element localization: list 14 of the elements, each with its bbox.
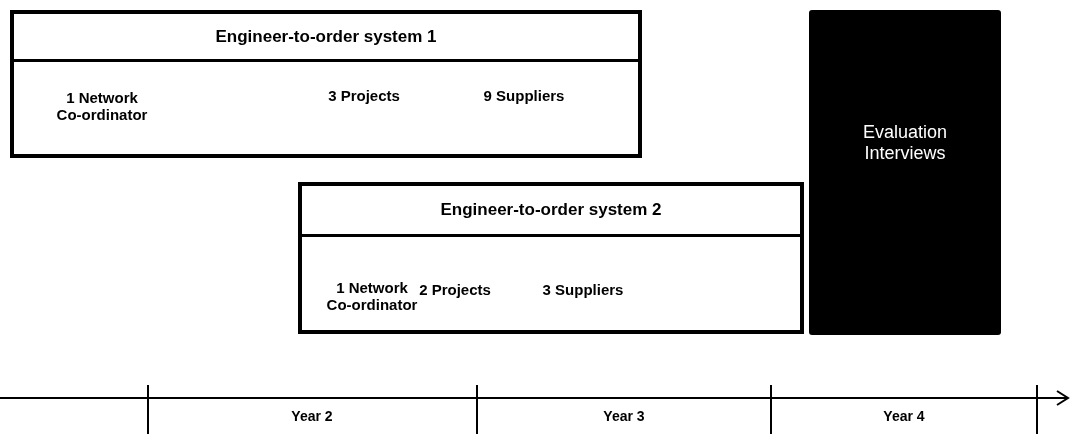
participant-count: 3 Projects [327, 87, 401, 105]
phase-box [809, 10, 1001, 335]
year-label: Year 2 [291, 408, 333, 424]
system-title: Engineer-to-order system 2 [440, 200, 662, 220]
phase-label: Evaluation Interviews [861, 122, 949, 164]
system-box [10, 10, 642, 158]
participant-count: 1 Network Co-ordinator [325, 279, 419, 313]
system-box [298, 182, 804, 334]
participant-count: 3 Suppliers [541, 281, 625, 299]
system-title: Engineer-to-order system 1 [215, 26, 437, 47]
year-label: Year 4 [883, 408, 925, 424]
participant-count: 9 Suppliers [482, 87, 566, 105]
year-label: Year 3 [603, 408, 645, 424]
participant-count: 1 Network Co-ordinator [55, 89, 149, 123]
